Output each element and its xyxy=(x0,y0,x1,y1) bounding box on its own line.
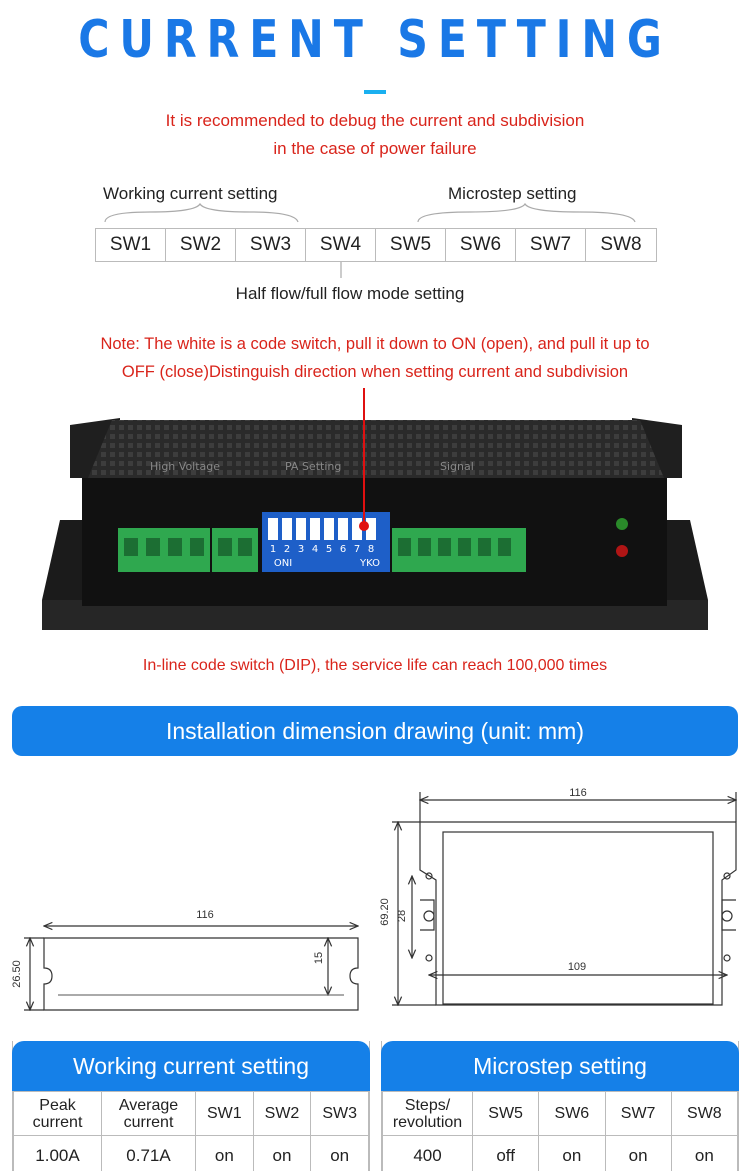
current-cell-sw1: on xyxy=(195,1135,254,1171)
dip-on-label: ONI xyxy=(274,558,292,569)
microstep-cell-sw6: on xyxy=(538,1135,606,1171)
current-header-sw1: SW1 xyxy=(195,1091,254,1136)
working-current-table-title: Working current setting xyxy=(12,1041,370,1091)
microstep-header-sw8: SW8 xyxy=(670,1091,739,1136)
table-row: 1.00A 0.71A on on on xyxy=(13,1135,369,1171)
microstep-cell-sw7: on xyxy=(604,1135,672,1171)
title-underline xyxy=(364,90,386,94)
driver-device-illustration: High Voltage PA Setting Signal 1 2 3 4 5… xyxy=(42,388,708,630)
recommendation-note: It is recommended to debug the current a… xyxy=(0,107,750,163)
led-green xyxy=(616,518,628,530)
dimension-drawings: 116 26.50 15 116 69.20 28 109 xyxy=(11,787,750,1030)
current-cell-sw2: on xyxy=(252,1135,312,1171)
switch-note-line-1: Note: The white is a code switch, pull i… xyxy=(100,335,650,353)
dip-number-1: 1 xyxy=(270,544,276,555)
microstep-table-title: Microstep setting xyxy=(381,1041,739,1091)
pointer-dot xyxy=(359,521,369,531)
table-row: 400 off on on on xyxy=(382,1135,739,1171)
top-view xyxy=(392,792,736,1005)
switch-cell-sw1: SW1 xyxy=(96,229,166,261)
microstep-cell-steps: 400 xyxy=(382,1135,473,1171)
dip-brand-label: YKO xyxy=(359,558,380,569)
switch-cell-sw8: SW8 xyxy=(600,234,642,255)
device-label-high-voltage: High Voltage xyxy=(150,460,220,473)
current-cell-sw3: on xyxy=(310,1135,369,1171)
dip-number-8: 8 xyxy=(368,544,374,555)
current-header-sw2: SW2 xyxy=(252,1091,312,1136)
recommendation-line-2: in the case of power failure xyxy=(273,139,477,158)
side-length-label: 116 xyxy=(196,909,214,921)
top-hole-length-label: 109 xyxy=(568,961,586,973)
switch-cell-sw2: SW2 xyxy=(166,229,236,261)
microstep-label: Microstep setting xyxy=(448,184,577,203)
current-cell-average: 0.71A xyxy=(101,1135,196,1171)
side-view xyxy=(24,926,358,1010)
switch-group-braces xyxy=(104,202,636,278)
switch-row: SW1 SW2 SW3 SW4 SW5 SW6 SW7 SW8 xyxy=(95,228,657,262)
device-label-pa-setting: PA Setting xyxy=(285,460,341,473)
dip-life-note: In-line code switch (DIP), the service l… xyxy=(142,657,608,674)
current-header-sw3: SW3 xyxy=(310,1091,369,1136)
recommendation-line-1: It is recommended to debug the current a… xyxy=(165,111,585,130)
dip-number-2: 2 xyxy=(284,544,290,555)
terminal-block-left xyxy=(118,528,258,572)
microstep-table: Microstep setting Steps/revolution SW5 S… xyxy=(381,1041,739,1171)
switch-cell-sw6: SW6 xyxy=(446,229,516,261)
microstep-cell-sw5: off xyxy=(471,1135,540,1171)
top-hole-spacing-label: 28 xyxy=(396,910,408,922)
half-full-flow-label: Half flow/full flow mode setting xyxy=(235,284,465,303)
dip-number-5: 5 xyxy=(326,544,332,555)
dip-number-6: 6 xyxy=(340,544,346,555)
dip-number-7: 7 xyxy=(354,544,360,555)
device-top-vents xyxy=(88,420,664,478)
microstep-header-sw7: SW7 xyxy=(604,1091,672,1136)
switch-cell-sw3: SW3 xyxy=(236,229,306,261)
switch-note-line-2: OFF (close)Distinguish direction when se… xyxy=(121,363,629,381)
device-label-signal: Signal xyxy=(440,460,474,473)
page-title: CURRENT SETTING xyxy=(78,10,672,70)
switch-cell-sw4: SW4 xyxy=(306,229,376,261)
led-red xyxy=(616,545,628,557)
side-inner-label: 15 xyxy=(313,952,325,964)
working-current-label: Working current setting xyxy=(103,184,278,203)
current-cell-peak: 1.00A xyxy=(13,1135,102,1171)
top-height-label: 69.20 xyxy=(379,898,391,926)
microstep-cell-sw8: on xyxy=(670,1135,739,1171)
side-height-label: 26.50 xyxy=(11,960,23,988)
dip-number-3: 3 xyxy=(298,544,304,555)
microstep-header-sw5: SW5 xyxy=(471,1091,540,1136)
switch-cell-sw5: SW5 xyxy=(376,229,446,261)
terminal-block-right xyxy=(392,528,526,572)
microstep-header-steps: Steps/revolution xyxy=(382,1091,473,1136)
installation-banner: Installation dimension drawing (unit: mm… xyxy=(12,706,738,756)
dip-number-4: 4 xyxy=(312,544,318,555)
switch-note: Note: The white is a code switch, pull i… xyxy=(0,330,750,386)
switch-cell-sw7: SW7 xyxy=(516,229,586,261)
dip-switch: 1 2 3 4 5 6 7 8 ONI YKO xyxy=(262,512,390,572)
microstep-header-sw6: SW6 xyxy=(538,1091,606,1136)
top-length-label: 116 xyxy=(569,787,587,799)
